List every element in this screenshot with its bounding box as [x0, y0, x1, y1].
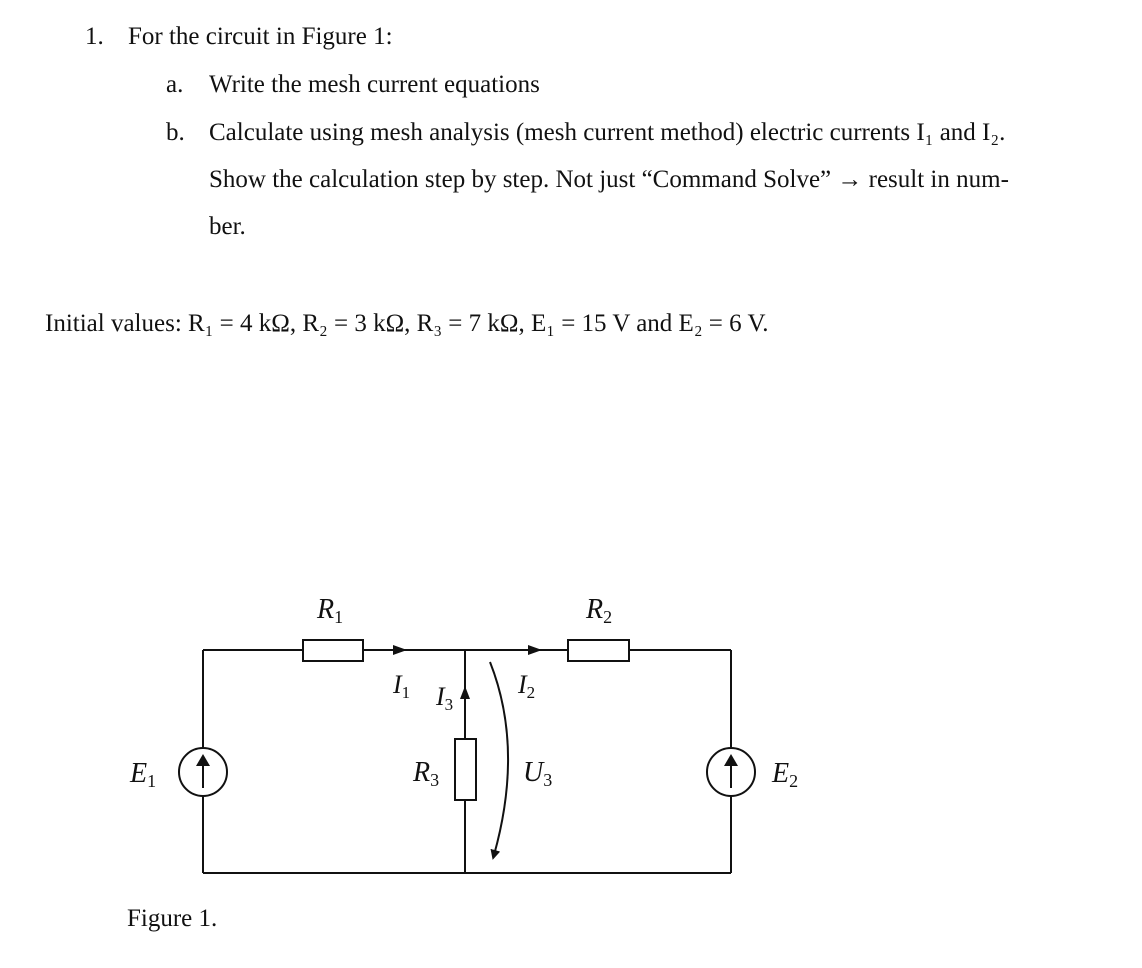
initial-values: Initial values: R₁ = 4 kΩ, R₂ = 3 kΩ, R₃… [45, 310, 769, 337]
label-r1: R1 [316, 594, 343, 627]
label-i2: I2 [517, 670, 535, 702]
part-b-label: b. [166, 119, 185, 146]
label-e1: E1 [129, 758, 156, 791]
label-u3: U3 [523, 757, 552, 790]
part-b-line-3: ber. [209, 213, 246, 240]
current-i1-arrow-icon [393, 645, 407, 655]
problem-intro: For the circuit in Figure 1: [128, 23, 393, 50]
current-i2-arrow-icon [528, 645, 542, 655]
figure-caption: Figure 1. [127, 905, 218, 932]
resistor-r1 [302, 639, 364, 662]
circuit-wires [202, 649, 732, 874]
part-a-label: a. [166, 71, 184, 98]
voltage-source-e2 [706, 747, 756, 797]
voltage-u3-arrow-icon [489, 661, 510, 860]
current-i3-arrow-icon [460, 686, 470, 699]
label-i1: I1 [392, 670, 410, 702]
part-b-line-2: Show the calculation step by step. Not j… [209, 166, 1009, 193]
label-i3: I3 [435, 682, 453, 714]
label-r2: R2 [585, 594, 612, 627]
voltage-source-e1 [178, 747, 228, 797]
resistor-r2 [567, 639, 630, 662]
part-b-line-1: Calculate using mesh analysis (mesh curr… [209, 119, 1006, 146]
label-e2: E2 [771, 758, 798, 791]
part-a-text: Write the mesh current equations [209, 71, 540, 98]
resistor-r3 [454, 738, 477, 801]
problem-number: 1. [85, 23, 104, 50]
label-r3: R3 [412, 757, 439, 790]
